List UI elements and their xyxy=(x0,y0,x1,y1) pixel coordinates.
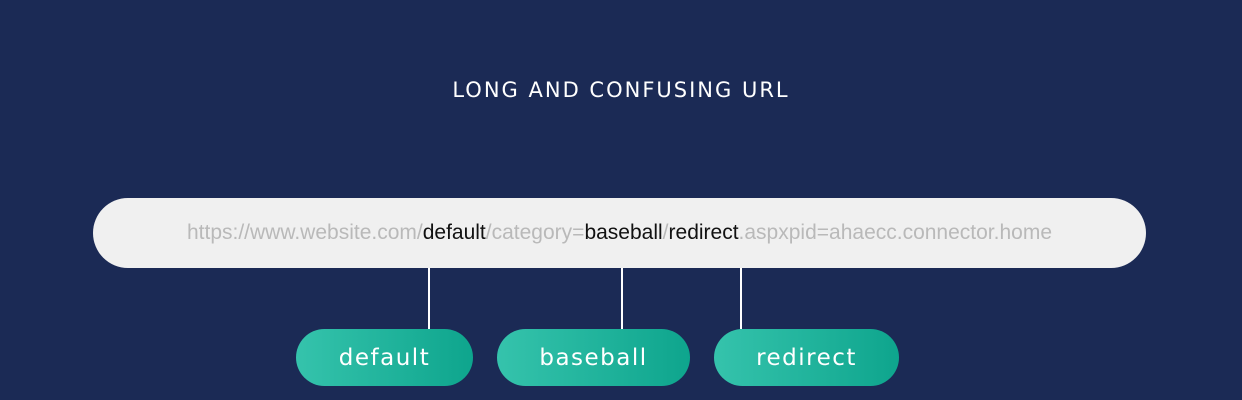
tag-pill-default: default xyxy=(296,329,473,386)
url-keyword-baseball: baseball xyxy=(584,221,663,244)
diagram-title: LONG AND CONFUSING URL xyxy=(452,78,790,102)
connector-line-baseball xyxy=(621,268,623,329)
connector-line-default xyxy=(428,268,430,329)
tag-label-redirect: redirect xyxy=(756,344,857,371)
tag-label-baseball: baseball xyxy=(539,344,648,371)
url-category-segment: /category= xyxy=(485,221,585,244)
connector-line-redirect xyxy=(740,268,742,329)
tag-pill-redirect: redirect xyxy=(714,329,899,386)
tag-label-default: default xyxy=(338,344,431,371)
url-slash-segment: / xyxy=(662,221,669,244)
url-prefix: https://www.website.com/ xyxy=(186,221,423,244)
url-keyword-redirect: redirect xyxy=(668,221,739,244)
url-bar: https://www.website.com/default/category… xyxy=(93,198,1146,268)
url-suffix: .aspxpid=ahaecc.connector.home xyxy=(738,221,1053,244)
tag-pill-baseball: baseball xyxy=(497,329,690,386)
url-keyword-default: default xyxy=(422,221,486,244)
